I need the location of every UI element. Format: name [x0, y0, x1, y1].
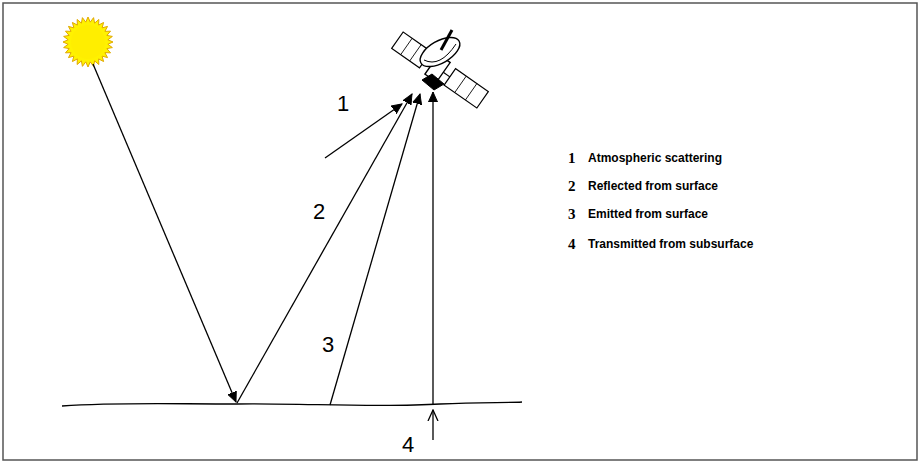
legend-number: 3 [568, 206, 576, 223]
legend-text: Atmospheric scattering [588, 152, 722, 165]
legend-number: 2 [568, 178, 576, 195]
satellite-symbol [391, 30, 490, 110]
sun-symbol [63, 17, 113, 67]
subsurface-arrow [432, 410, 433, 440]
sun-disc [71, 25, 105, 59]
sun-rays [63, 17, 113, 67]
callout-number: 3 [322, 333, 334, 357]
frame-border [3, 3, 917, 460]
callout-number: 1 [337, 92, 349, 116]
callout-number: 2 [313, 200, 325, 224]
legend-number: 1 [568, 150, 576, 167]
legend-text: Emitted from surface [588, 208, 708, 221]
emitted-arrow [330, 94, 420, 405]
transmitted-arrow [432, 92, 433, 404]
legend-text: Reflected from surface [588, 180, 718, 193]
legend-number: 4 [568, 236, 576, 253]
legend-text: Transmitted from subsurface [588, 238, 753, 251]
reflected-arrow [237, 94, 412, 403]
callout-number: 4 [402, 433, 414, 457]
ground-surface [62, 402, 522, 406]
incoming-sunlight-arrow [93, 64, 236, 402]
